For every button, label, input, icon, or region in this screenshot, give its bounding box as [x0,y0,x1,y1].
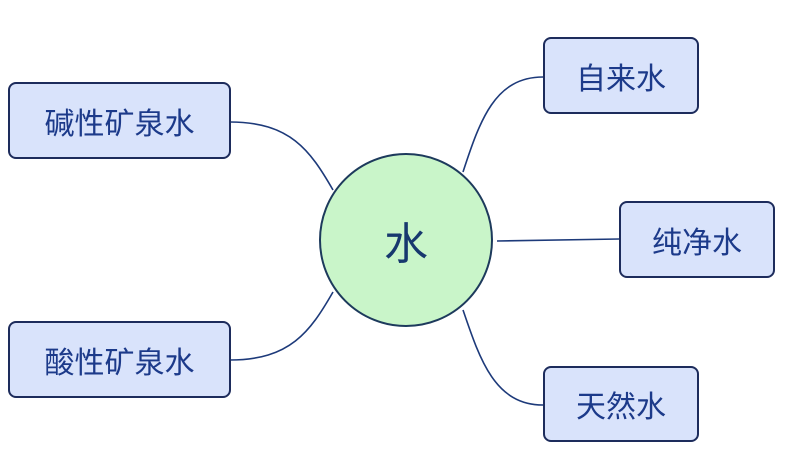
link-acidic [229,291,334,361]
node-label: 酸性矿泉水 [44,345,195,381]
link-pure [496,238,620,242]
node-label: 纯净水 [652,225,742,261]
node-label: 碱性矿泉水 [44,106,195,142]
node-pure-water[interactable]: 纯净水 [619,201,775,278]
node-natural-water[interactable]: 天然水 [543,366,699,442]
link-alkaline [229,121,334,191]
node-label: 天然水 [576,390,666,425]
central-node-label: 水 [384,219,428,270]
node-acidic-mineral-water[interactable]: 酸性矿泉水 [8,321,231,398]
link-natural [462,309,544,406]
link-tap [462,76,544,173]
central-node[interactable]: 水 [319,153,493,327]
node-tap-water[interactable]: 自来水 [543,37,699,114]
node-alkaline-mineral-water[interactable]: 碱性矿泉水 [8,82,231,159]
node-label: 自来水 [576,61,666,97]
